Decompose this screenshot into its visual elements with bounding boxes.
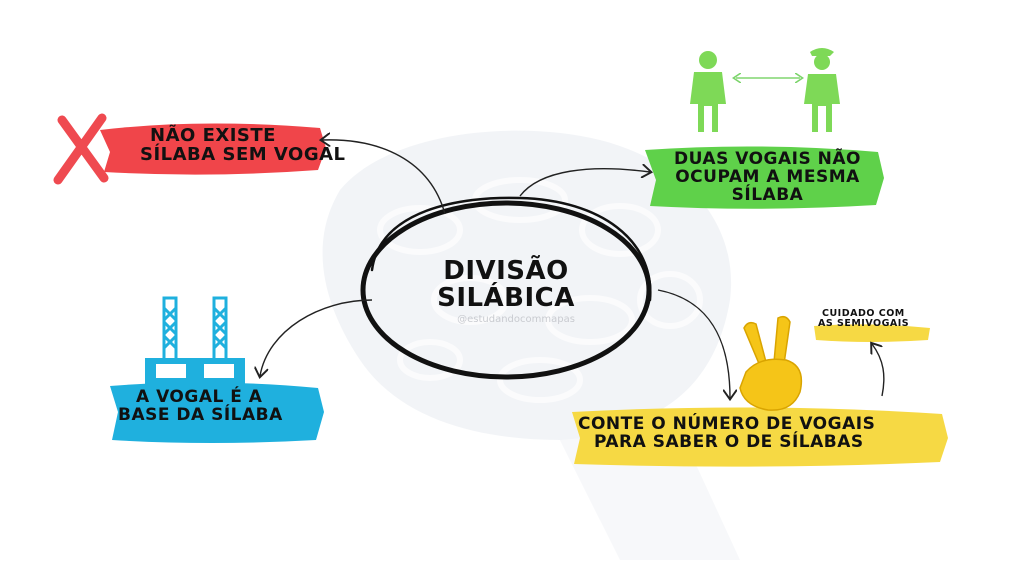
arrow-to-blue [260, 299, 373, 376]
node-red-line2: SÍLABA SEM VOGAL [140, 143, 346, 165]
blue-brush-stroke [110, 382, 324, 443]
arrow-to-red [322, 140, 446, 215]
node-green-line3: SÍLABA [731, 184, 804, 205]
node-yellow-line1: CONTE O NÚMERO DE VOGAIS [578, 414, 876, 434]
red-brush-stroke [100, 123, 326, 175]
center-circle [360, 196, 652, 380]
green-brush-stroke [645, 146, 884, 209]
node-no-syllable-without-vowel: NÃO EXISTE SÍLABA SEM VOGAL [140, 125, 346, 165]
center-title-line1: DIVISÃO [443, 256, 569, 286]
center-title-line2: SILÁBICA [437, 283, 575, 314]
note-highlight-stroke [814, 324, 930, 342]
center-title: DIVISÃO SILÁBICA [416, 256, 596, 314]
arrow-to-green [519, 169, 650, 197]
red-x-icon [53, 113, 109, 185]
arrow-to-note [872, 344, 885, 397]
note-line2: AS SEMIVOGAIS [818, 317, 910, 329]
node-red-line1: NÃO EXISTE [150, 125, 276, 146]
node-vowel-base: A VOGAL É A BASE DA SÍLABA [118, 387, 283, 425]
semivowel-note: CUIDADO COM AS SEMIVOGAIS [818, 309, 909, 329]
node-green-line2: OCUPAM A MESMA [675, 166, 860, 187]
node-yellow-line2: PARA SABER O DE SÍLABAS [594, 431, 864, 452]
node-blue-line1: A VOGAL É A [136, 387, 263, 407]
arrow-to-yellow [657, 289, 730, 398]
node-green-line1: DUAS VOGAIS NÃO [674, 149, 861, 169]
node-two-vowels: DUAS VOGAIS NÃO OCUPAM A MESMA SÍLABA [650, 149, 885, 205]
building-foundation-icon [145, 296, 245, 384]
connector-arrows [260, 140, 885, 398]
victory-hand-icon [739, 315, 803, 411]
two-people-distance-icon [690, 48, 840, 132]
yellow-brush-stroke [572, 407, 948, 467]
node-blue-line2: BASE DA SÍLABA [118, 404, 283, 425]
note-line1: CUIDADO COM [822, 308, 905, 319]
watermark-text: @estudandocommapas [457, 314, 575, 325]
node-count-vowels: CONTE O NÚMERO DE VOGAIS PARA SABER O DE… [578, 414, 876, 452]
